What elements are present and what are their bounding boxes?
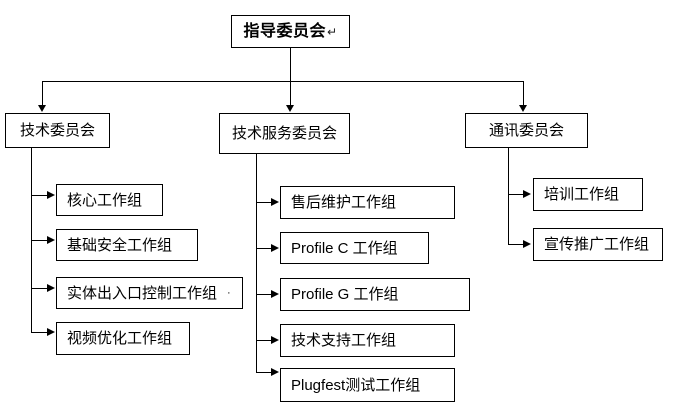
connector-service-branch-5 [256, 372, 272, 373]
arrowhead-service-branch-1 [271, 198, 279, 206]
node-training-working-group[interactable]: 培训工作组 [533, 178, 643, 211]
arrowhead-communication-branch-2 [523, 240, 531, 248]
node-physical-access-control-working-group[interactable]: 实体出入口控制工作组 · [56, 277, 243, 309]
connector-technical-trunk [31, 166, 32, 332]
node-promotion-working-group[interactable]: 宣传推广工作组 [533, 228, 663, 261]
connector-drop-technical [42, 81, 43, 106]
connector-service-branch-4 [256, 340, 272, 341]
node-steering-committee[interactable]: 指导委员会 ↵ [231, 15, 350, 48]
node-label: 指导委员会 [243, 22, 326, 40]
connector-service-stem [256, 154, 257, 170]
node-plugfest-testing-working-group[interactable]: Plugfest测试工作组 [280, 368, 455, 402]
connector-drop-technical-service [290, 81, 291, 106]
node-label: 通讯委员会 [488, 122, 564, 139]
connector-communication-branch-1 [508, 194, 524, 195]
connector-technical-branch-3 [31, 288, 48, 289]
connector-communication-stem [508, 148, 509, 166]
connector-communication-branch-2 [508, 244, 524, 245]
node-technical-service-committee[interactable]: 技术服务委员会 [219, 113, 350, 154]
connector-technical-branch-1 [31, 195, 48, 196]
arrowhead-service-branch-2 [271, 244, 279, 252]
node-label: 技术委员会 [19, 122, 95, 139]
connector-service-branch-3 [256, 294, 272, 295]
node-label: 实体出入口控制工作组 [67, 284, 218, 302]
node-label: Profile G 工作组 [291, 286, 399, 303]
node-technical-committee[interactable]: 技术委员会 [5, 113, 110, 148]
arrowhead-communication [519, 105, 527, 112]
node-technical-support-working-group[interactable]: 技术支持工作组 [280, 324, 455, 357]
connector-communication-trunk [508, 166, 509, 245]
connector-technical-branch-2 [31, 240, 48, 241]
connector-root-stem [290, 48, 291, 81]
node-core-working-group[interactable]: 核心工作组 [56, 184, 163, 216]
connector-distribution-bar [42, 81, 524, 82]
connector-service-branch-1 [256, 202, 272, 203]
node-label: 售后维护工作组 [291, 194, 397, 211]
node-label: 基础安全工作组 [67, 236, 173, 254]
node-basic-security-working-group[interactable]: 基础安全工作组 [56, 229, 198, 261]
node-label: 宣传推广工作组 [544, 236, 650, 253]
pilcrow-icon: ↵ [326, 24, 338, 39]
connector-service-branch-2 [256, 248, 272, 249]
node-label: 培训工作组 [544, 186, 620, 203]
connector-technical-stem [31, 148, 32, 166]
arrowhead-technical-branch-3 [47, 284, 55, 292]
node-label: Plugfest测试工作组 [291, 376, 421, 394]
node-label: 核心工作组 [67, 191, 143, 209]
node-label: Profile C 工作组 [291, 239, 398, 257]
arrowhead-service-branch-5 [271, 368, 279, 376]
node-communication-committee[interactable]: 通讯委员会 [465, 113, 588, 148]
connector-drop-communication [523, 81, 524, 106]
arrowhead-technical [38, 105, 46, 112]
connector-service-trunk [256, 170, 257, 373]
arrowhead-service-branch-3 [271, 290, 279, 298]
arrowhead-communication-branch-1 [523, 190, 531, 198]
node-profile-g-working-group[interactable]: Profile G 工作组 [280, 278, 470, 311]
trailing-mark: · [227, 287, 231, 299]
node-label: 技术支持工作组 [291, 332, 397, 349]
arrowhead-technical-branch-2 [47, 236, 55, 244]
arrowhead-technical-branch-4 [47, 328, 55, 336]
node-profile-c-working-group[interactable]: Profile C 工作组 [280, 232, 429, 264]
node-label: 视频优化工作组 [67, 330, 173, 347]
node-label: 技术服务委员会 [231, 125, 337, 142]
node-after-sales-maintenance-working-group[interactable]: 售后维护工作组 [280, 186, 455, 219]
connector-technical-branch-4 [31, 332, 48, 333]
arrowhead-technical-branch-1 [47, 191, 55, 199]
node-video-optimization-working-group[interactable]: 视频优化工作组 [56, 322, 190, 355]
arrowhead-service-branch-4 [271, 336, 279, 344]
arrowhead-technical-service [286, 105, 294, 112]
